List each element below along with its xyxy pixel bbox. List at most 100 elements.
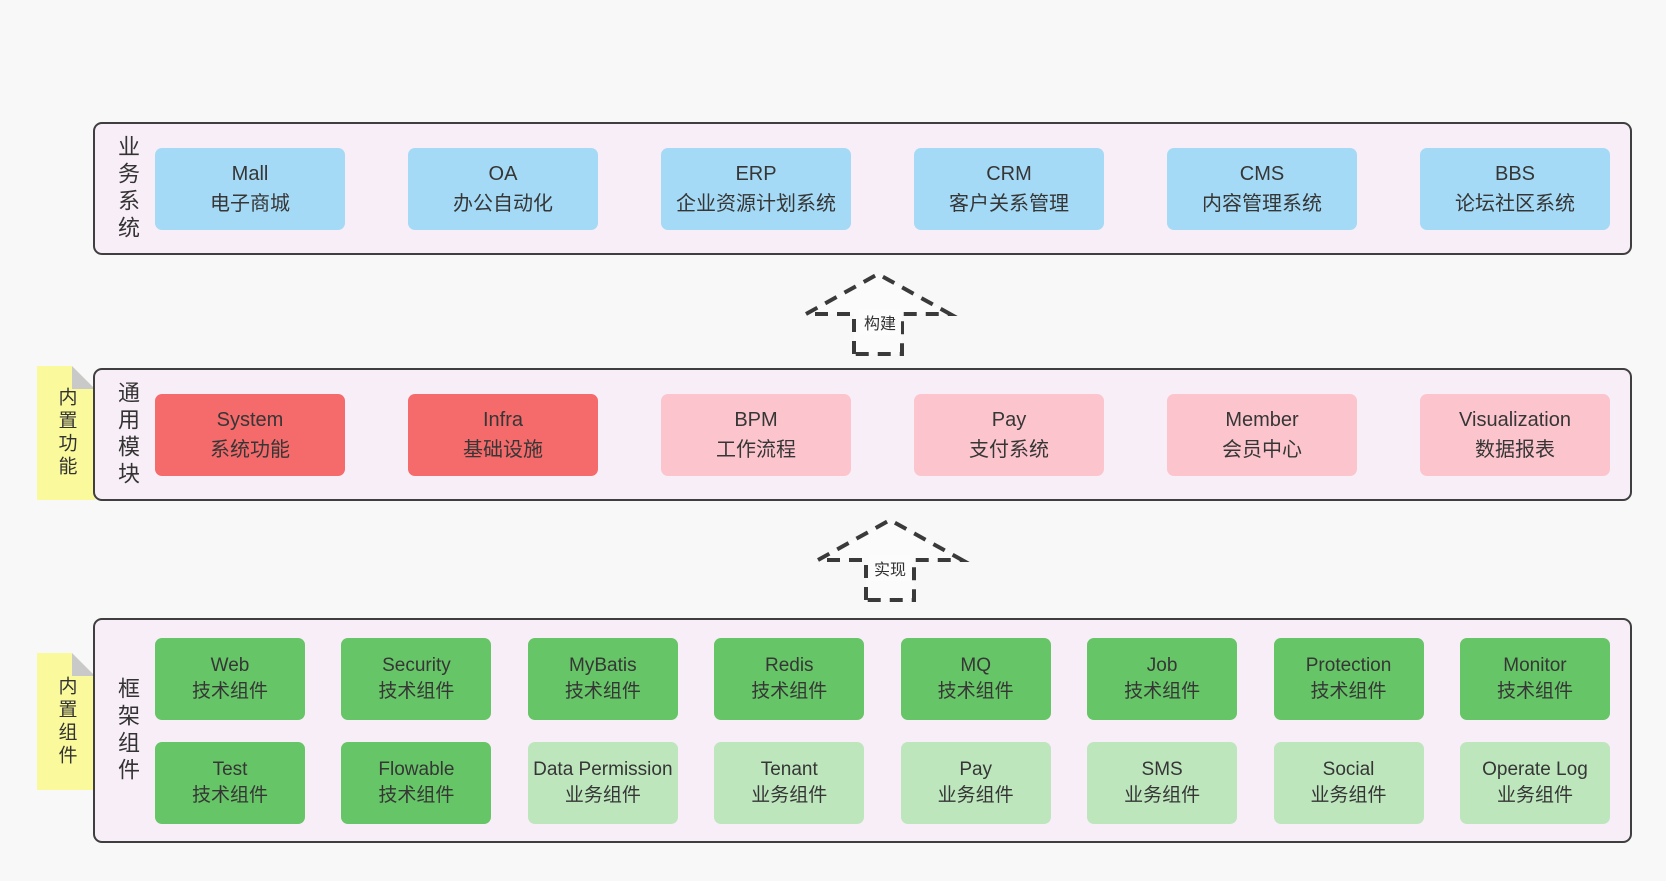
box-subtitle: 系统功能 — [210, 438, 290, 461]
box-title: Redis — [764, 654, 814, 676]
box-visualization: Visualization 数据报表 — [1420, 393, 1610, 476]
box-title: Data Permission — [533, 758, 673, 780]
box-subtitle: 业务组件 — [751, 784, 828, 806]
box-title: Social — [1322, 758, 1375, 780]
components-row-2: Test 技术组件 Flowable 技术组件 Data Permission … — [155, 741, 1610, 824]
box-cms: CMS 内容管理系统 — [1167, 147, 1357, 230]
box-tenant: Tenant 业务组件 — [714, 741, 865, 824]
box-title: CRM — [986, 162, 1032, 185]
box-subtitle: 技术组件 — [751, 680, 828, 702]
box-subtitle: 技术组件 — [1310, 680, 1387, 702]
box-title: Protection — [1305, 654, 1392, 676]
modules-boxes-row: System 系统功能 Infra 基础设施 BPM 工作流程 Pay 支付系统… — [155, 393, 1610, 476]
components-row-1: Web 技术组件 Security 技术组件 MyBatis 技术组件 Redi… — [155, 637, 1610, 720]
box-subtitle: 基础设施 — [463, 438, 543, 461]
box-subtitle: 办公自动化 — [453, 192, 553, 215]
box-title: Web — [210, 654, 250, 676]
box-redis: Redis 技术组件 — [714, 637, 865, 720]
components-boxes-grid: Web 技术组件 Security 技术组件 MyBatis 技术组件 Redi… — [155, 637, 1610, 824]
sticky-note-builtin-components: 内置组件 — [37, 653, 95, 790]
box-pay-component: Pay 业务组件 — [900, 741, 1051, 824]
box-crm: CRM 客户关系管理 — [914, 147, 1104, 230]
box-subtitle: 内容管理系统 — [1202, 192, 1322, 215]
box-mybatis: MyBatis 技术组件 — [527, 637, 678, 720]
box-subtitle: 业务组件 — [564, 784, 641, 806]
box-subtitle: 数据报表 — [1475, 438, 1555, 461]
box-title: Monitor — [1503, 654, 1567, 676]
box-title: Tenant — [760, 758, 818, 780]
box-title: SMS — [1141, 758, 1183, 780]
box-social: Social 业务组件 — [1273, 741, 1424, 824]
box-title: Test — [212, 758, 248, 780]
business-systems-band: 业务系统 Mall 电子商城 OA 办公自动化 ERP 企业资源计划系统 CRM… — [93, 122, 1632, 255]
box-protection: Protection 技术组件 — [1273, 637, 1424, 720]
box-security: Security 技术组件 — [341, 637, 492, 720]
box-subtitle: 技术组件 — [378, 680, 455, 702]
folded-corner-icon — [72, 653, 95, 676]
folded-corner-icon — [72, 366, 95, 389]
box-data-permission: Data Permission 业务组件 — [527, 741, 678, 824]
box-subtitle: 支付系统 — [969, 438, 1049, 461]
box-monitor: Monitor 技术组件 — [1459, 637, 1610, 720]
box-title: Security — [382, 654, 451, 676]
build-arrow-label: 构建 — [858, 309, 902, 335]
box-bbs: BBS 论坛社区系统 — [1420, 147, 1610, 230]
box-title: Member — [1225, 408, 1299, 431]
sticky-note-text: 内置功能 — [55, 387, 77, 479]
box-infra: Infra 基础设施 — [408, 393, 598, 476]
box-subtitle: 技术组件 — [191, 784, 268, 806]
box-title: BPM — [734, 408, 778, 431]
box-title: Mall — [231, 162, 269, 185]
band-label-modules: 通用模块 — [115, 380, 140, 489]
box-system: System 系统功能 — [155, 393, 345, 476]
box-title: Pay — [991, 408, 1027, 431]
box-title: BBS — [1494, 162, 1536, 185]
box-subtitle: 技术组件 — [1496, 680, 1573, 702]
box-subtitle: 技术组件 — [1124, 680, 1201, 702]
box-title: Infra — [482, 408, 524, 431]
business-boxes-row: Mall 电子商城 OA 办公自动化 ERP 企业资源计划系统 CRM 客户关系… — [155, 147, 1610, 230]
box-subtitle: 客户关系管理 — [949, 192, 1069, 215]
box-erp: ERP 企业资源计划系统 — [661, 147, 851, 230]
box-subtitle: 业务组件 — [1310, 784, 1387, 806]
box-bpm: BPM 工作流程 — [661, 393, 851, 476]
box-operate-log: Operate Log 业务组件 — [1459, 741, 1610, 824]
box-title: Visualization — [1459, 408, 1571, 431]
box-subtitle: 会员中心 — [1222, 438, 1302, 461]
framework-components-band: 框架组件 Web 技术组件 Security 技术组件 MyBatis 技术组件… — [93, 618, 1632, 843]
band-label-components: 框架组件 — [115, 676, 140, 785]
box-subtitle: 工作流程 — [716, 438, 796, 461]
box-title: Operate Log — [1482, 758, 1588, 780]
box-flowable: Flowable 技术组件 — [341, 741, 492, 824]
sticky-note-text: 内置组件 — [55, 675, 77, 768]
band-label-business: 业务系统 — [115, 134, 140, 243]
box-oa: OA 办公自动化 — [408, 147, 598, 230]
box-subtitle: 技术组件 — [378, 784, 455, 806]
box-sms: SMS 业务组件 — [1087, 741, 1238, 824]
box-job: Job 技术组件 — [1087, 637, 1238, 720]
box-mall: Mall 电子商城 — [155, 147, 345, 230]
box-title: MQ — [960, 654, 991, 676]
box-title: Pay — [959, 758, 993, 780]
box-subtitle: 企业资源计划系统 — [676, 192, 836, 215]
implement-arrow-label: 实现 — [868, 555, 912, 581]
box-title: CMS — [1239, 162, 1285, 185]
box-subtitle: 业务组件 — [1124, 784, 1201, 806]
box-subtitle: 业务组件 — [937, 784, 1014, 806]
box-member: Member 会员中心 — [1167, 393, 1357, 476]
box-title: System — [216, 408, 284, 431]
box-subtitle: 技术组件 — [564, 680, 641, 702]
box-subtitle: 业务组件 — [1496, 784, 1573, 806]
box-web: Web 技术组件 — [155, 637, 305, 720]
common-modules-band: 通用模块 System 系统功能 Infra 基础设施 BPM 工作流程 Pay… — [93, 368, 1632, 501]
box-subtitle: 技术组件 — [937, 680, 1014, 702]
box-title: OA — [488, 162, 518, 185]
box-mq: MQ 技术组件 — [900, 637, 1051, 720]
box-pay-module: Pay 支付系统 — [914, 393, 1104, 476]
box-test: Test 技术组件 — [155, 741, 305, 824]
box-title: ERP — [735, 162, 777, 185]
box-subtitle: 技术组件 — [191, 680, 268, 702]
box-title: Flowable — [378, 758, 455, 780]
sticky-note-builtin-features: 内置功能 — [37, 366, 95, 500]
